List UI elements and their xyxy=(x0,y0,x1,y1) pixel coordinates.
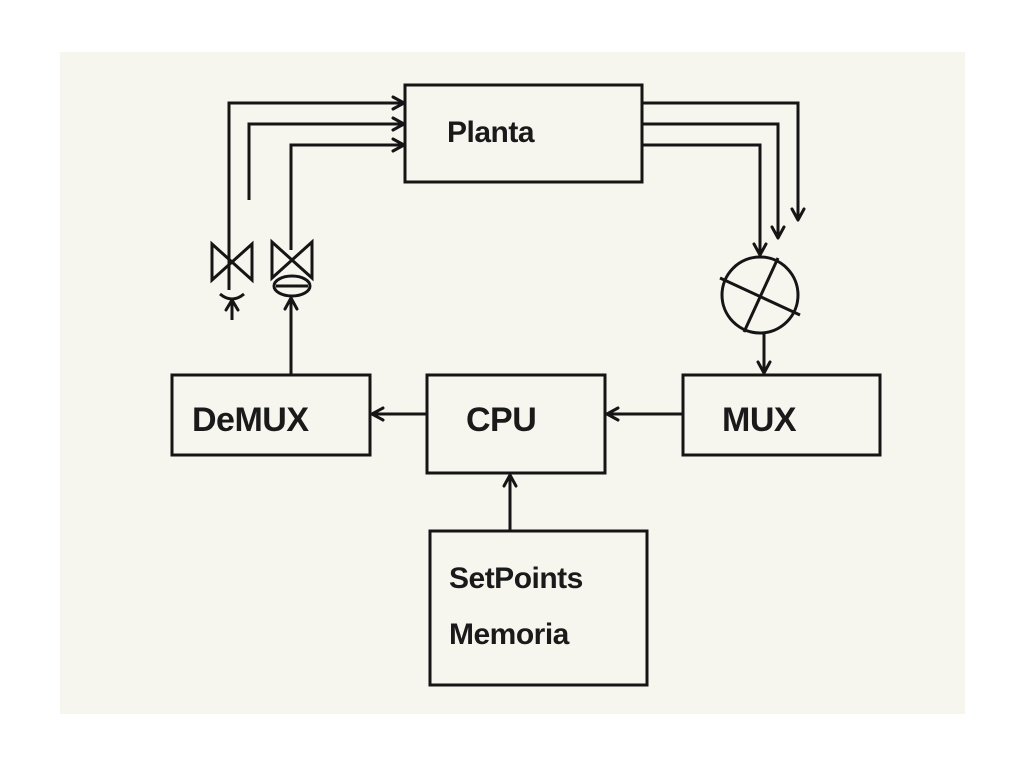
demux-to-valve-arrow xyxy=(283,296,299,375)
planta-label: Planta xyxy=(447,116,535,149)
planta-output-lines xyxy=(643,101,806,257)
cpu-to-demux-arrow xyxy=(370,406,427,422)
cpu-block: CPU xyxy=(425,373,607,475)
demux-block: DeMUX xyxy=(170,373,372,457)
cpu-label: CPU xyxy=(466,401,536,439)
setpoints-memory-block: SetPoints Memoria xyxy=(428,529,649,687)
setpoints-label: SetPoints xyxy=(449,562,583,595)
mux-block: MUX xyxy=(681,373,882,457)
valve-icon xyxy=(210,240,254,320)
mux-label: MUX xyxy=(722,401,797,439)
demux-label: DeMUX xyxy=(192,401,309,439)
memoria-label: Memoria xyxy=(449,618,570,651)
planta-block: Planta xyxy=(403,83,644,184)
paper-background xyxy=(60,52,965,714)
memory-to-cpu-arrow xyxy=(502,473,518,531)
planta-input-lines xyxy=(227,95,406,290)
valve-actuator-icon xyxy=(270,238,314,298)
sensor-icon xyxy=(719,255,801,335)
mux-to-cpu-arrow xyxy=(605,406,683,422)
sensor-to-mux-arrow xyxy=(756,333,772,375)
